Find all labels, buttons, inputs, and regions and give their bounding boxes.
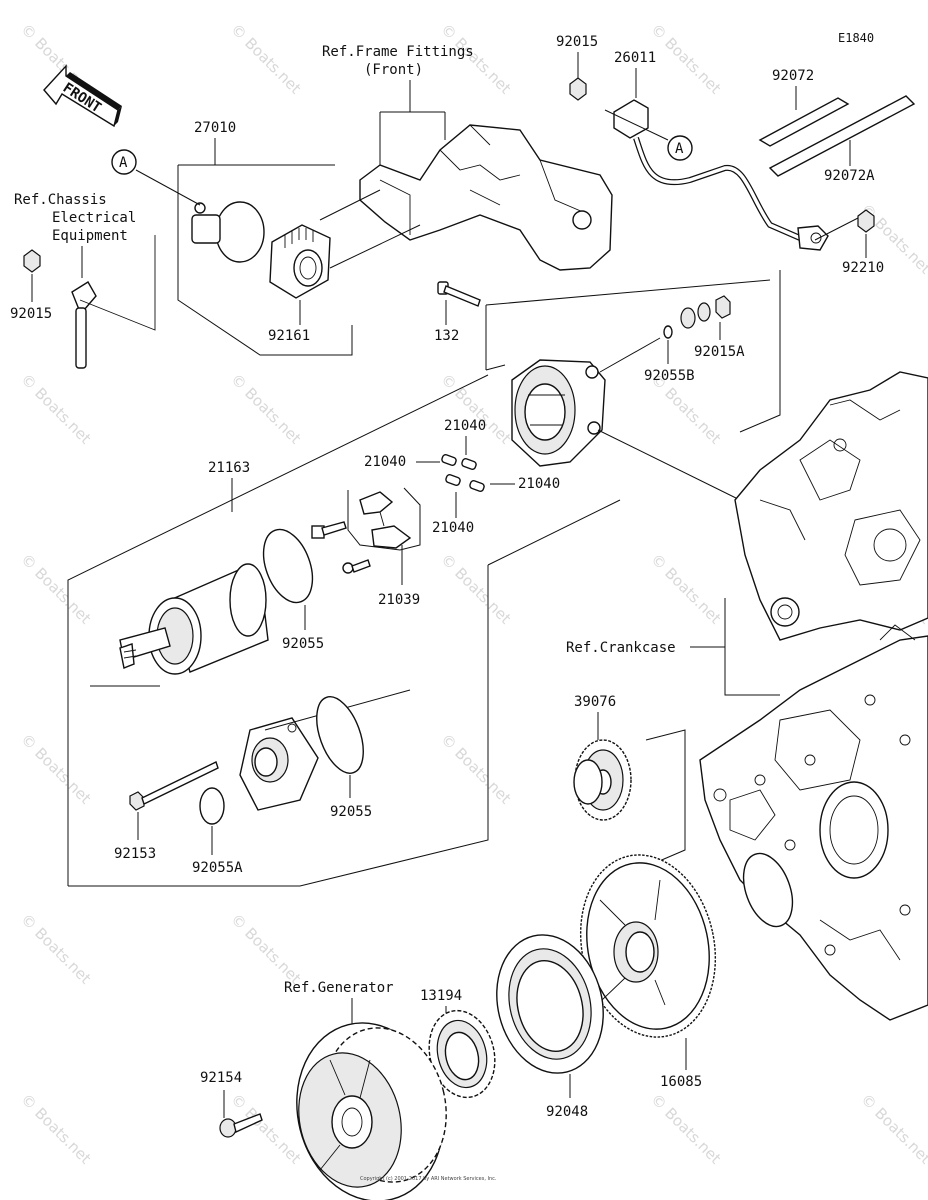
crankcase-upper [734, 371, 928, 641]
generator-rotor [296, 1022, 447, 1200]
part-92072a-label: 92072A [824, 168, 875, 184]
panel-line-right [739, 270, 781, 433]
ref-chassis-line2: Electrical [52, 210, 136, 226]
bolt-92153 [129, 761, 219, 811]
watermark: © Boats.net [17, 910, 95, 988]
relay-boot [269, 224, 331, 299]
callout-letter: A [119, 155, 128, 171]
ref-frame-fittings-sub: (Front) [364, 62, 423, 78]
part-21163-label: 21163 [208, 460, 250, 476]
watermark: © Boats.net [647, 1090, 725, 1168]
watermark: © Boats.net [227, 370, 305, 448]
crankcase-lower [699, 624, 928, 1021]
ref-chassis-line1: Ref.Chassis [14, 192, 107, 208]
part-21040-b-label: 21040 [364, 454, 406, 470]
oring-92055-lower [316, 696, 364, 774]
starter-end-cover [511, 359, 606, 467]
ref-crankcase: Ref.Crankcase [566, 640, 676, 656]
box-joint-line [487, 499, 621, 566]
watermark: © Boats.net [437, 550, 515, 628]
part-27010-label: 27010 [194, 120, 236, 136]
part-21040-a-label: 21040 [444, 418, 486, 434]
nut-92015a [715, 295, 731, 319]
part-92055a-label: 92055A [192, 860, 243, 876]
part-13194-label: 13194 [420, 988, 462, 1004]
watermark: © Boats.net [227, 910, 305, 988]
leader-crankcase [690, 598, 780, 696]
part-39076-label: 39076 [574, 694, 616, 710]
gear-bracket-line [645, 729, 686, 866]
leader-frame [379, 80, 446, 165]
relay-to-frame-lines [319, 189, 421, 269]
diagram-code: E1840 [838, 31, 874, 45]
part-92048-label: 92048 [546, 1104, 588, 1120]
watermark: © Boats.net [17, 1090, 95, 1168]
part-21040-d-label: 21040 [432, 520, 474, 536]
nut-92015-top [569, 77, 587, 101]
cable-tie-92072a [768, 95, 916, 177]
part-21039-label: 21039 [378, 592, 420, 608]
part-92015a-label: 92015A [694, 344, 745, 360]
starter-cable-26011 [613, 99, 829, 251]
brush-holder-21039 [311, 487, 421, 574]
copyright-footer: Copyright (c) 2001-2017 by ARI Network S… [360, 1176, 497, 1182]
watermark: © Boats.net [227, 20, 305, 98]
watermark: © Boats.net [857, 1090, 928, 1168]
callout-a-right: A [604, 109, 693, 161]
watermark: © Boats.net [437, 370, 515, 448]
part-16085-label: 16085 [660, 1074, 702, 1090]
panel-line-top [485, 279, 771, 371]
part-26011-label: 26011 [614, 50, 656, 66]
nut-92210 [857, 209, 875, 233]
bolt-132 [437, 281, 481, 307]
starter-motor-yoke [119, 563, 269, 675]
part-92055b-label: 92055B [644, 368, 695, 384]
part-92161-label: 92161 [268, 328, 310, 344]
starter-relay [191, 201, 265, 263]
watermark: © Boats.net [17, 730, 95, 808]
bearing-92048 [496, 934, 604, 1074]
brush-springs-21040 [441, 453, 485, 493]
watermark: © Boats.net [647, 20, 725, 98]
washer-92015a-1 [680, 307, 696, 329]
part-92154-label: 92154 [200, 1070, 242, 1086]
part-92055-b-label: 92055 [330, 804, 372, 820]
part-92072-label: 92072 [772, 68, 814, 84]
ref-generator: Ref.Generator [284, 980, 394, 996]
leader-21163-box [67, 374, 489, 887]
cable-terminal-left [71, 235, 156, 369]
ref-chassis-line3: Equipment [52, 228, 128, 244]
oring-92055b [663, 325, 673, 339]
washer-92015a-2 [697, 302, 711, 322]
watermark: © Boats.net [17, 550, 95, 628]
part-92015-left-label: 92015 [10, 306, 52, 322]
part-21040-c-label: 21040 [518, 476, 560, 492]
nut-92015-left [23, 249, 41, 273]
starter-front-cover [239, 717, 319, 811]
one-way-clutch-13194 [428, 1009, 496, 1099]
part-132-label: 132 [434, 328, 459, 344]
part-92055-a-label: 92055 [282, 636, 324, 652]
cable-tie-92072 [758, 97, 850, 147]
oring-92055-upper [262, 528, 314, 604]
bolt-92154 [219, 1113, 263, 1138]
watermark: © Boats.net [437, 730, 515, 808]
part-92210-label: 92210 [842, 260, 884, 276]
oring-92055a [199, 787, 225, 825]
callout-a-left: A [111, 149, 201, 206]
part-92153-label: 92153 [114, 846, 156, 862]
idle-gear-39076 [573, 739, 632, 821]
frame-bracket [359, 124, 613, 271]
leader-92210 [814, 217, 867, 258]
callout-letter: A [675, 141, 684, 157]
watermark: © Boats.net [17, 370, 95, 448]
watermark: © Boats.net [647, 550, 725, 628]
cover-leaders [597, 337, 741, 501]
part-92015-top-label: 92015 [556, 34, 598, 50]
leader-27010 [177, 138, 353, 356]
ref-frame-fittings: Ref.Frame Fittings [322, 44, 474, 60]
